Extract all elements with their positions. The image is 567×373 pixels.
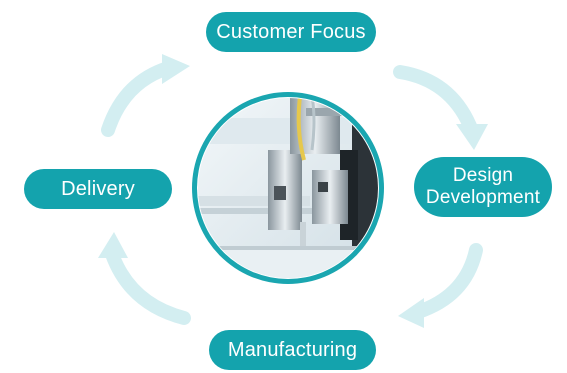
step-customer-focus: Customer Focus — [206, 12, 376, 52]
step-design-development: Design Development — [414, 157, 552, 217]
machine-photo-icon — [198, 98, 378, 278]
arrow-customer-to-design — [393, 65, 488, 150]
step-delivery: Delivery — [24, 169, 172, 209]
step-design-line1: Design — [452, 165, 514, 186]
step-manufacturing: Manufacturing — [209, 330, 376, 370]
step-design-line2: Development — [425, 187, 541, 208]
arrow-delivery-to-customer — [101, 54, 190, 137]
arrow-design-to-manufacturing — [398, 243, 483, 328]
arrow-manufacturing-to-delivery — [98, 232, 191, 325]
